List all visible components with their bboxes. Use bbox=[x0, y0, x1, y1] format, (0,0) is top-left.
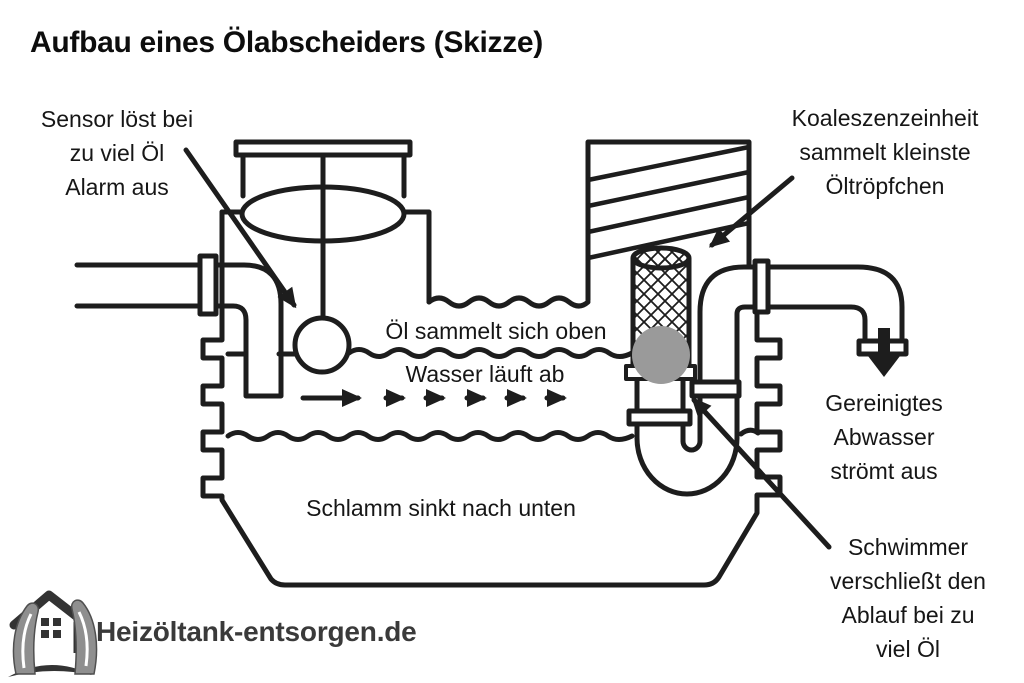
sensor-arrow bbox=[183, 147, 297, 309]
coalescence-arrow bbox=[708, 175, 795, 248]
brand-text: Heizöltank-entsorgen.de bbox=[96, 616, 417, 647]
label-sensor: Sensor löst bei zu viel Öl Alarm aus bbox=[40, 106, 194, 200]
annotation-arrows bbox=[183, 147, 832, 550]
house-in-hands-logo-icon bbox=[8, 590, 98, 677]
tank-outline bbox=[200, 209, 783, 588]
sensor-bell bbox=[233, 139, 413, 321]
sensor-float bbox=[292, 315, 352, 375]
outlet-pipe bbox=[626, 258, 909, 497]
outflow-arrow-icon bbox=[868, 328, 900, 377]
oil-layer-line bbox=[225, 347, 635, 359]
page-title: Aufbau eines Ölabscheiders (Skizze) bbox=[30, 26, 543, 59]
label-coalescence: Koaleszenzeinheit sammelt kleinste Öltrö… bbox=[791, 105, 979, 199]
sludge-layer-line bbox=[225, 427, 761, 442]
label-oil-top: Öl sammelt sich oben bbox=[385, 318, 607, 344]
float-ball bbox=[632, 326, 690, 384]
label-float: Schwimmer verschließt den Ablauf bei zu … bbox=[830, 534, 986, 662]
label-sludge: Schlamm sinkt nach unten bbox=[306, 495, 576, 521]
float-arrow bbox=[691, 397, 832, 550]
louver-housing bbox=[585, 139, 752, 303]
inlet-pipe bbox=[74, 253, 284, 399]
label-water-flow: Wasser läuft ab bbox=[405, 361, 565, 387]
label-outflow: Gereinigtes Abwasser strömt aus bbox=[825, 390, 943, 484]
